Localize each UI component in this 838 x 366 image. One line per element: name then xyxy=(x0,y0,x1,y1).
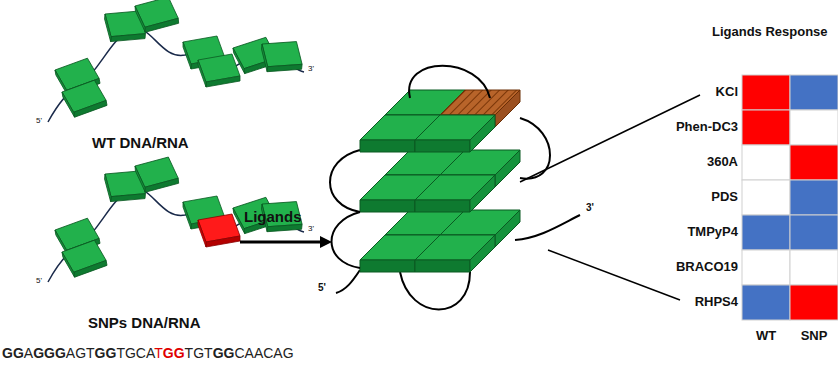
sequence-letter: G xyxy=(193,345,204,361)
sequence-letter: G xyxy=(2,345,13,361)
sequence-letter: C xyxy=(263,345,273,361)
sequence-letter: A xyxy=(146,345,154,361)
sequence-letter: G xyxy=(33,345,44,361)
sequence-letter: C xyxy=(234,345,244,361)
sequence-letter: T xyxy=(204,345,213,361)
strand-end: 5' xyxy=(318,282,326,294)
sequence: GGAGGGAGTGGTGCATGGTGTGGCAACAG xyxy=(2,345,294,362)
strand-end: 5' xyxy=(36,276,42,286)
sequence-letter: A xyxy=(66,345,75,361)
column-label: SNP xyxy=(801,328,828,344)
sequence-letter: T xyxy=(86,345,95,361)
sequence-letter: G xyxy=(55,345,66,361)
sequence-letter: G xyxy=(105,345,116,361)
row-label: KCl xyxy=(716,84,738,100)
wt-strand xyxy=(48,0,304,122)
row-label: TMPyP4 xyxy=(687,224,738,240)
sequence-letter: G xyxy=(283,345,294,361)
arrow-label: Ligands xyxy=(244,208,302,226)
strand-end: 3' xyxy=(586,202,594,214)
sequence-letter: T xyxy=(154,345,163,361)
sequence-letter: G xyxy=(95,345,106,361)
row-label: PDS xyxy=(711,189,738,205)
ligand-arrow xyxy=(240,241,326,244)
column-label: WT xyxy=(756,328,776,344)
leader-line xyxy=(520,95,700,182)
sequence-letter: G xyxy=(174,345,185,361)
snp-strand xyxy=(48,156,304,282)
sequence-letter: A xyxy=(245,345,254,361)
g-quadruplex xyxy=(330,66,580,310)
sequence-letter: A xyxy=(273,345,282,361)
sequence-letter: G xyxy=(44,345,55,361)
sequence-letter: G xyxy=(213,345,224,361)
sequence-letter: G xyxy=(75,345,86,361)
sequence-letter: C xyxy=(136,345,146,361)
leader-line xyxy=(548,250,680,300)
sequence-letter: G xyxy=(163,345,174,361)
row-label: RHPS4 xyxy=(695,294,738,310)
sequence-letter: T xyxy=(185,345,194,361)
response-table xyxy=(742,75,838,320)
strand-label: WT DNA/RNA xyxy=(92,134,189,152)
row-label: 360A xyxy=(707,154,738,170)
sequence-letter: A xyxy=(24,345,33,361)
sequence-letter: T xyxy=(116,345,125,361)
sequence-letter: G xyxy=(13,345,24,361)
table-title: Ligands Response xyxy=(712,24,828,40)
row-label: BRACO19 xyxy=(676,259,738,275)
sequence-letter: G xyxy=(125,345,136,361)
strand-end: 3' xyxy=(308,64,314,74)
sequence-letter: G xyxy=(224,345,235,361)
row-label: Phen-DC3 xyxy=(676,119,738,135)
strand-end: 5' xyxy=(36,116,42,126)
sequence-letter: A xyxy=(254,345,263,361)
strand-end: 3' xyxy=(308,224,314,234)
strand-label: SNPs DNA/RNA xyxy=(88,314,201,332)
